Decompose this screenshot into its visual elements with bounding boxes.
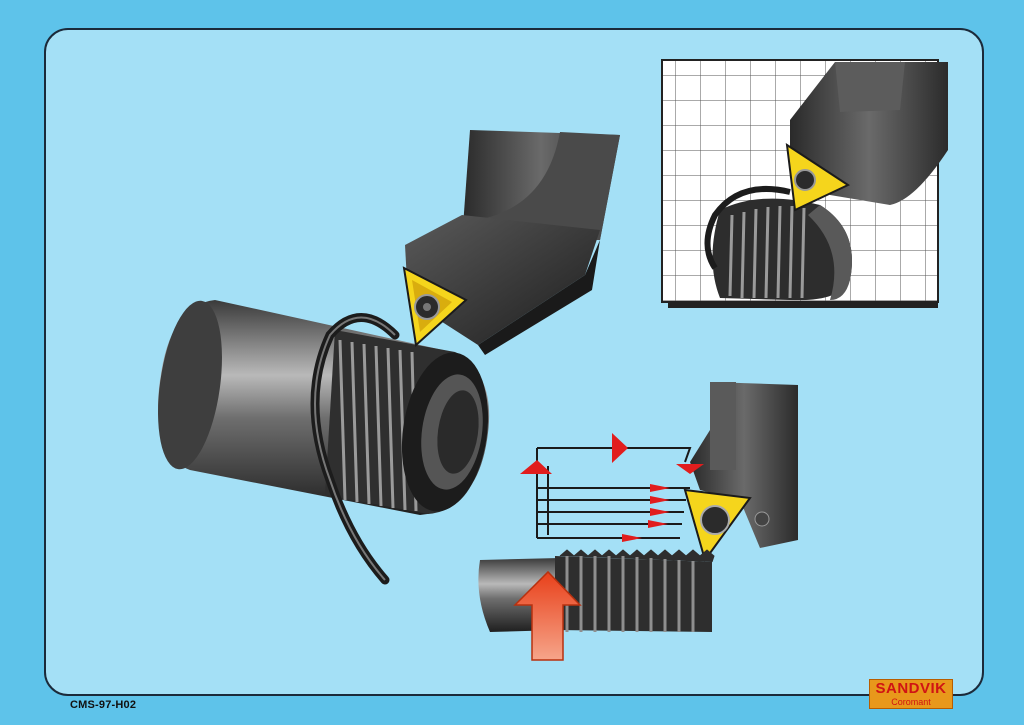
logo-brand: SANDVIK <box>875 680 947 697</box>
infeed-arrow-icon <box>513 570 582 661</box>
threading-insert-icon <box>402 266 468 347</box>
document-code: CMS-97-H02 <box>70 699 137 711</box>
sandvik-logo: SANDVIK Coromant <box>869 679 953 709</box>
workpiece <box>158 300 490 515</box>
tool-holder <box>405 130 620 355</box>
feed-diagram <box>478 382 798 661</box>
logo-sub: Coromant <box>891 697 931 707</box>
inset-detail <box>661 59 948 308</box>
feed-direction-arrow-icon <box>612 433 628 463</box>
